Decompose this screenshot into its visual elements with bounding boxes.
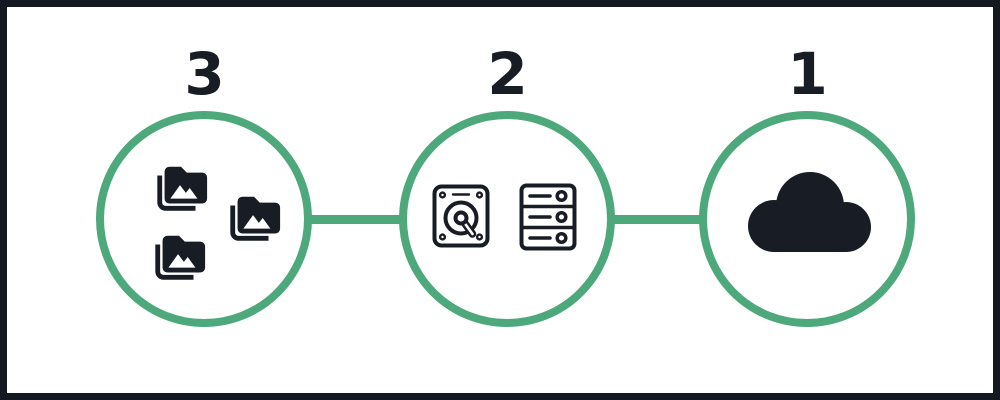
photo-folder-icon xyxy=(157,166,208,211)
node-cloud-count-label: 1 xyxy=(787,40,827,108)
hard-drive-icon xyxy=(432,184,490,248)
node-media: 2 xyxy=(399,37,615,337)
node-copies-count-label: 3 xyxy=(184,40,224,108)
cloud-icon xyxy=(748,172,871,252)
node-media-count-label: 2 xyxy=(487,40,527,108)
connector-line-left xyxy=(307,215,407,224)
connector-line-right xyxy=(610,215,708,224)
node-media-circle xyxy=(399,111,615,327)
server-icon xyxy=(519,183,577,251)
node-copies: 3 xyxy=(96,37,312,337)
node-copies-circle xyxy=(96,111,312,327)
node-cloud-circle xyxy=(699,111,915,327)
photo-folder-icon xyxy=(155,235,206,280)
photo-folder-icon xyxy=(230,196,281,241)
node-cloud: 1 xyxy=(699,37,915,337)
